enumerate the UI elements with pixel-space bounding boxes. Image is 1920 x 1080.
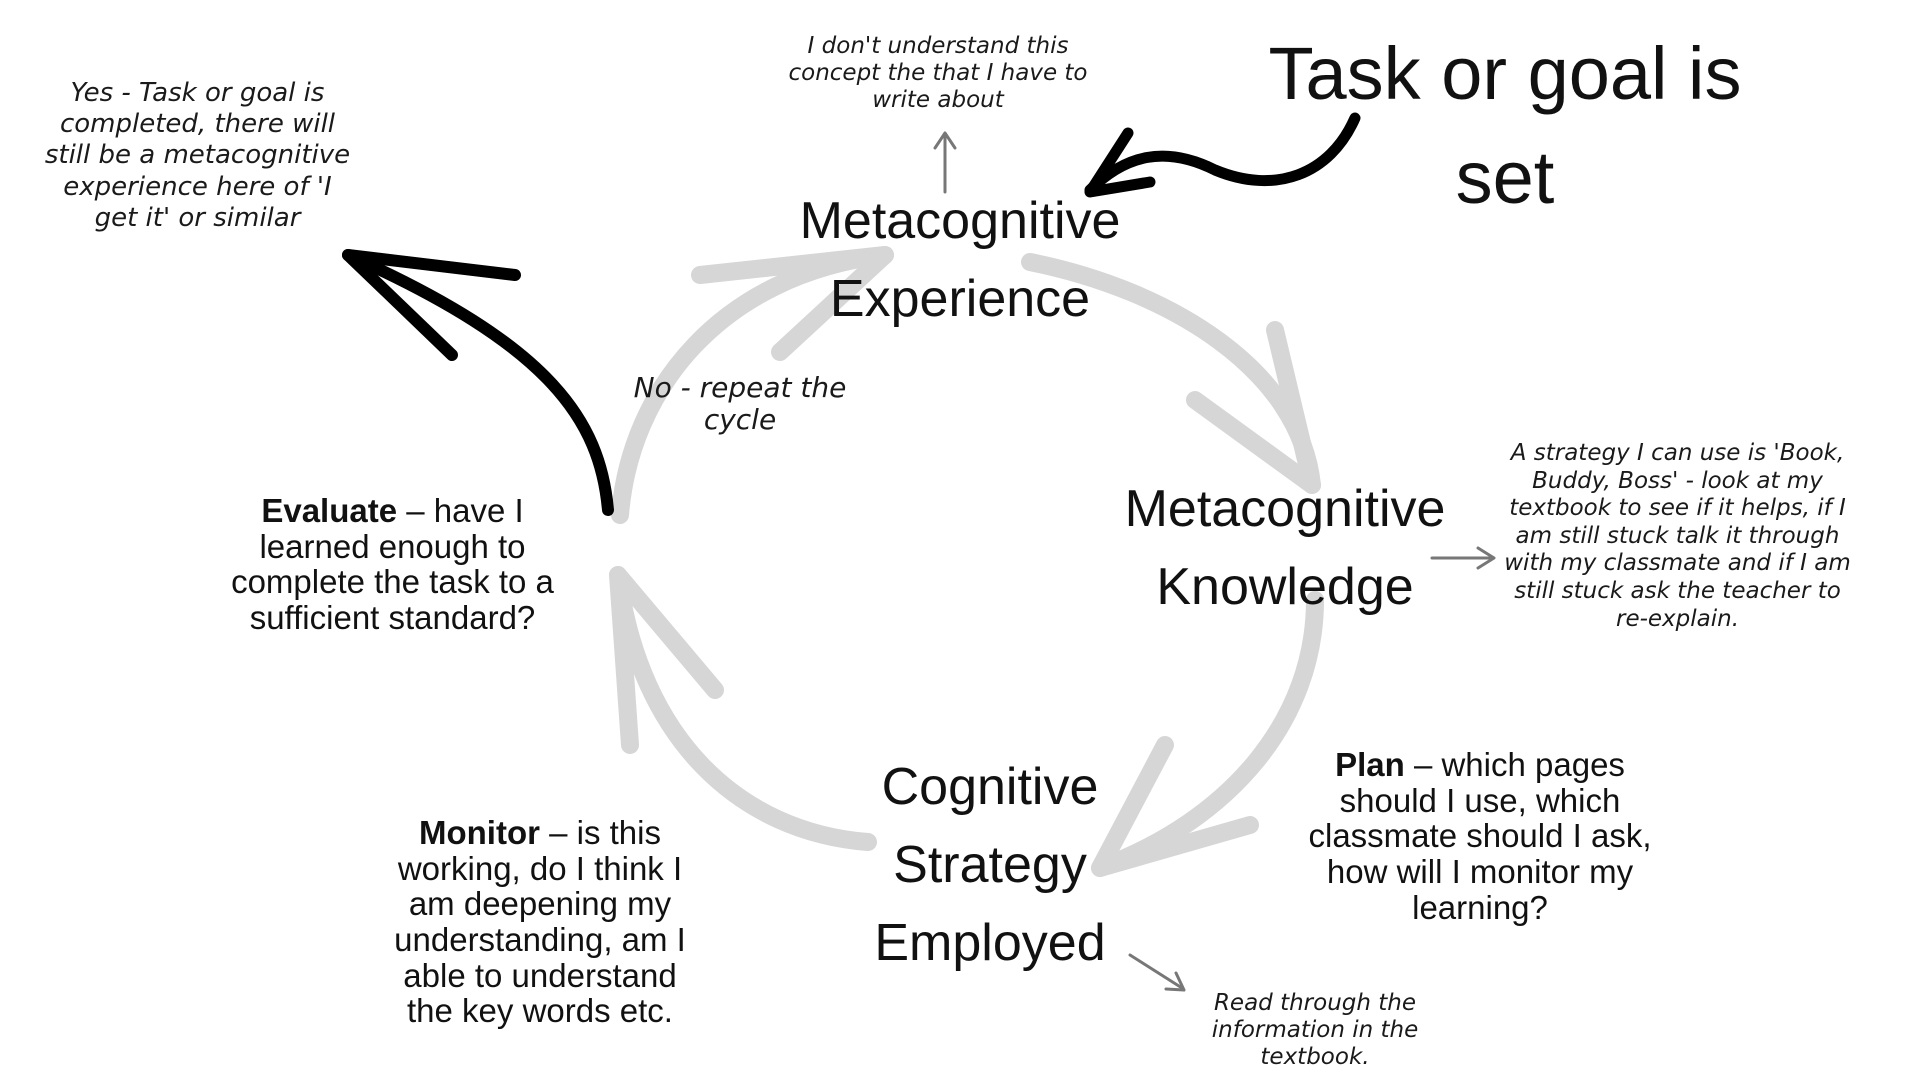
note-experience-example: I don't understand this concept the that… (788, 33, 1088, 114)
completion-arrow-shaft (342, 249, 614, 516)
stage-plan-text: – which pages should I use, which classm… (1308, 746, 1652, 926)
cycle-arrow-experience-to-knowledge-head (1186, 321, 1321, 494)
node-metacognitive-experience: Metacognitive Experience (735, 182, 1185, 338)
node-strategy-line-2: Strategy (893, 836, 1087, 894)
arrow-to-strategy-note (1128, 953, 1184, 990)
node-knowledge-line-2: Knowledge (1156, 558, 1414, 616)
arrow-to-strategy-note-head (1164, 971, 1186, 992)
node-experience-line-1: Metacognitive (799, 192, 1121, 250)
stage-monitor-term: Monitor (418, 814, 540, 851)
stage-plan: Plan – which pages should I use, which c… (1300, 747, 1660, 925)
node-metacognitive-knowledge: Metacognitive Knowledge (1060, 470, 1510, 626)
stage-monitor: Monitor – is this working, do I think I … (380, 815, 700, 1029)
arrow-to-experience-note-head (933, 131, 957, 150)
cycle-arrow-knowledge-to-strategy-head (1091, 736, 1259, 877)
note-knowledge-example: A strategy I can use is 'Book, Buddy, Bo… (1504, 440, 1851, 632)
task-set-line-2: set (1455, 135, 1555, 219)
node-cognitive-strategy: Cognitive Strategy Employed (800, 748, 1180, 982)
stage-monitor-text: – is this working, do I think I am deepe… (394, 814, 686, 1030)
node-strategy-line-1: Cognitive (881, 758, 1099, 816)
task-set-line-1: Task or goal is (1268, 32, 1742, 115)
node-knowledge-line-1: Metacognitive (1124, 480, 1446, 538)
note-repeat-cycle: No - repeat the cycle (633, 371, 847, 437)
stage-evaluate: Evaluate – have I learned enough to comp… (210, 493, 575, 636)
task-arrow-head (1084, 127, 1156, 198)
arrow-to-knowledge-note-head (1476, 546, 1496, 570)
stage-evaluate-text: – have I learned enough to complete the … (231, 492, 554, 636)
task-arrow-shaft (1084, 112, 1361, 196)
cycle-arrow-strategy-to-evaluate-head (609, 566, 724, 754)
node-strategy-line-3: Employed (874, 914, 1106, 972)
node-experience-line-2: Experience (829, 270, 1091, 328)
note-task-completed: Yes - Task or goal is completed, there w… (44, 78, 351, 233)
stage-evaluate-term: Evaluate (261, 492, 398, 529)
task-set-label: Task or goal is set (1250, 22, 1760, 229)
cycle-arrow-evaluate-to-experience-head (691, 246, 894, 361)
completion-arrow-head (342, 249, 521, 361)
note-strategy-example: Read through the information in the text… (1211, 990, 1419, 1070)
stage-plan-term: Plan (1335, 746, 1405, 783)
